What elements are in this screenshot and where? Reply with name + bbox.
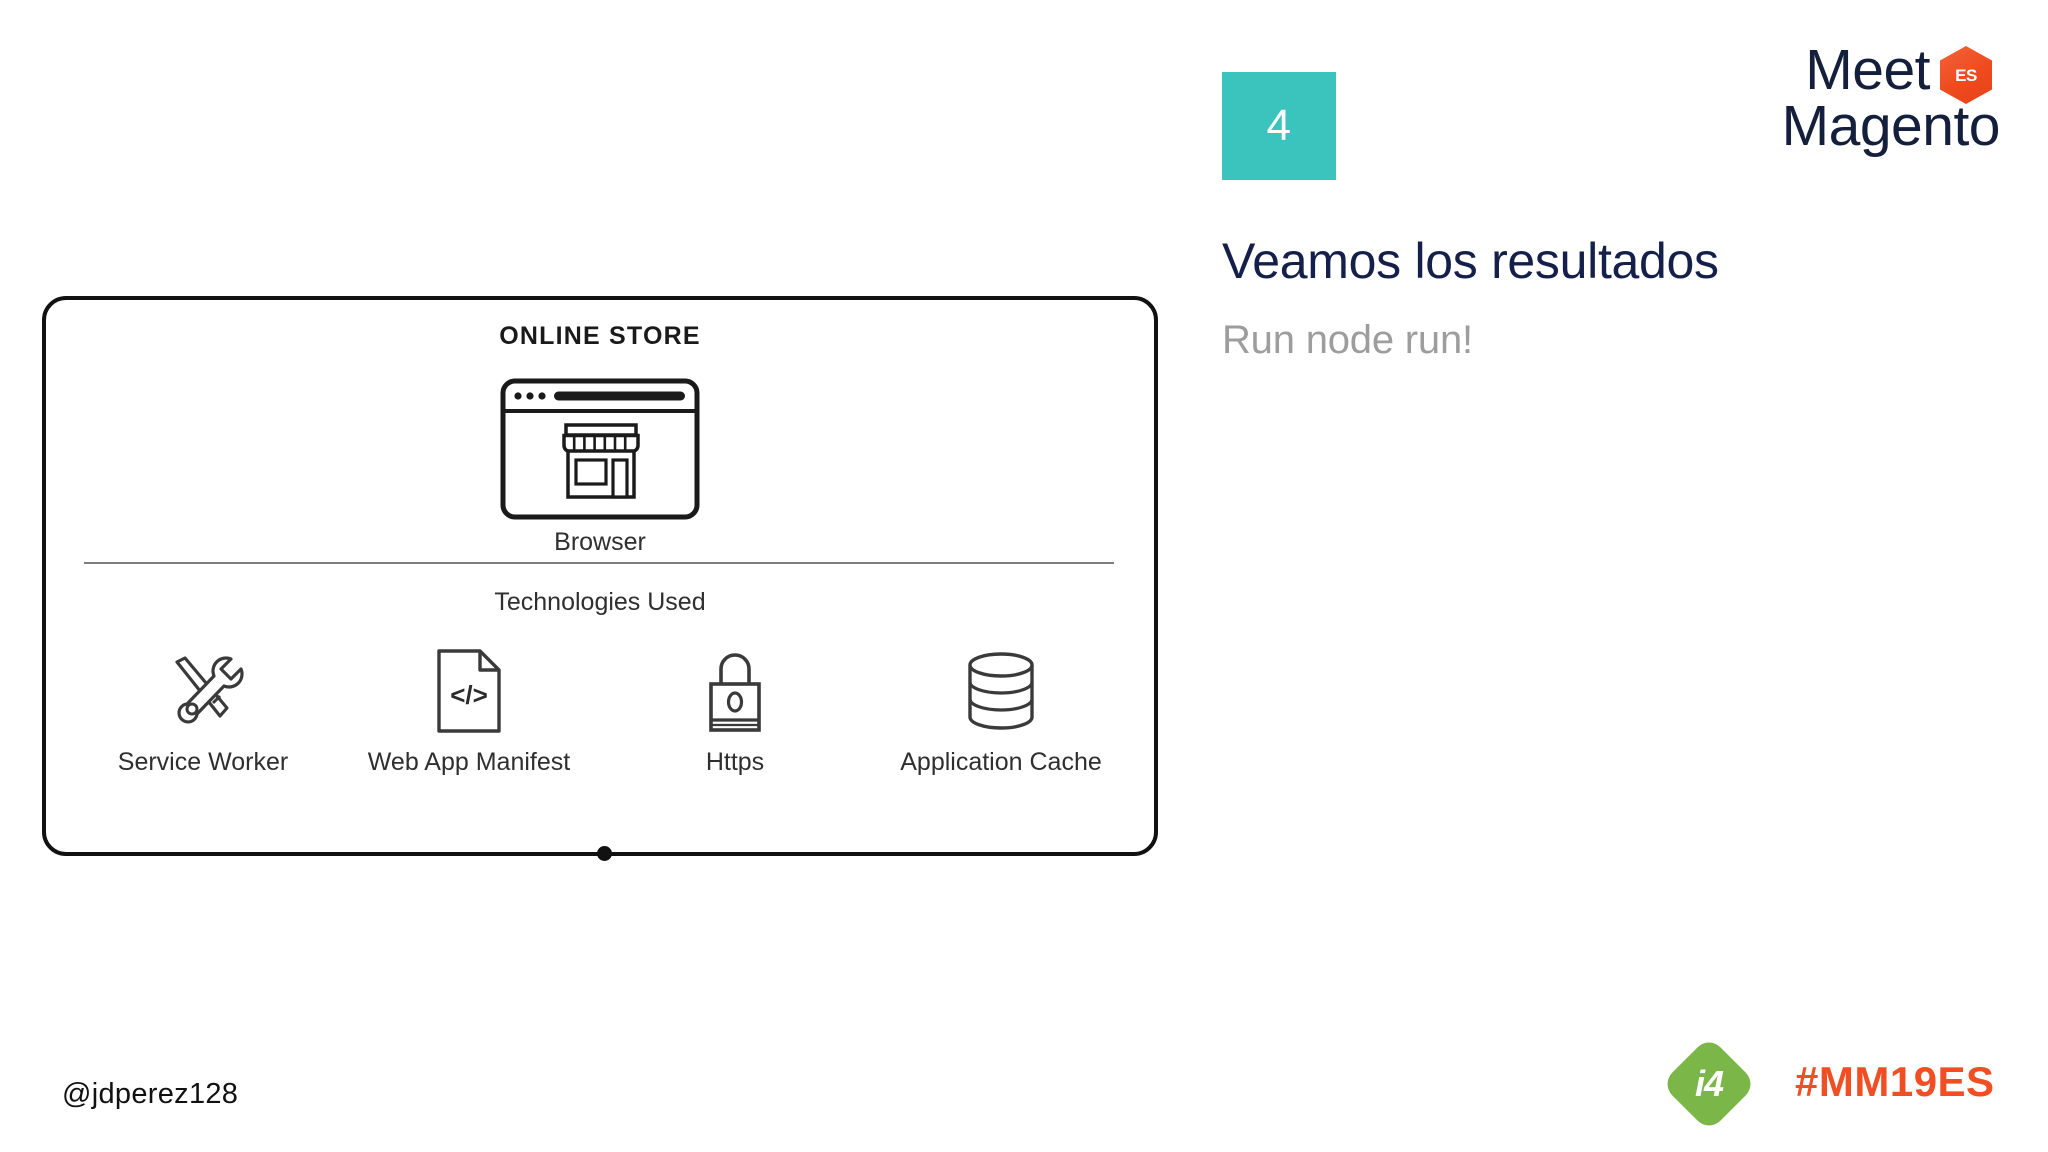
tech-label: Web App Manifest	[367, 748, 571, 776]
meet-magento-logo: Meet Magento ES	[1730, 38, 2001, 192]
slide-number-value: 4	[1266, 101, 1292, 150]
browser-window-storefront-icon	[500, 378, 700, 520]
diagram-divider	[84, 562, 1114, 564]
diagram-heading: ONLINE STORE	[499, 322, 701, 350]
tech-label: Service Worker	[117, 748, 289, 776]
tech-item-web-app-manifest: </> Web App Manifest	[344, 648, 594, 777]
database-cylinder-icon	[961, 648, 1041, 734]
page-title: Veamos los resultados	[1222, 233, 1719, 289]
logo-text-meet: Meet	[1805, 38, 1930, 102]
tech-item-application-cache: Application Cache	[876, 648, 1126, 777]
tech-label: Application Cache	[900, 748, 1102, 776]
slide-number-badge: 4	[1222, 72, 1336, 180]
page-subtitle: Run node run!	[1222, 318, 1473, 362]
wrench-screwdriver-icon	[161, 648, 245, 734]
padlock-icon	[700, 648, 770, 734]
i4-logo-label: i4	[1694, 1063, 1724, 1104]
svg-text:</>: </>	[450, 680, 488, 710]
card-bottom-dot-marker	[597, 846, 612, 861]
speaker-handle: @jdperez128	[62, 1078, 239, 1110]
tech-item-https: Https	[610, 648, 860, 777]
technologies-used-label: Technologies Used	[494, 588, 706, 616]
logo-text-magento: Magento	[1781, 94, 2001, 158]
online-store-diagram-card: ONLINE STORE	[42, 296, 1158, 856]
browser-label: Browser	[554, 528, 646, 556]
i4-sponsor-logo: i4	[1660, 1035, 1758, 1133]
technologies-row: Service Worker </> Web App Manifest	[70, 648, 1134, 777]
tech-item-service-worker: Service Worker	[78, 648, 328, 777]
event-hashtag: #MM19ES	[1795, 1058, 1995, 1105]
es-badge-label: ES	[1955, 65, 1977, 85]
tech-label: Https	[705, 748, 765, 776]
code-document-icon: </>	[433, 648, 505, 734]
